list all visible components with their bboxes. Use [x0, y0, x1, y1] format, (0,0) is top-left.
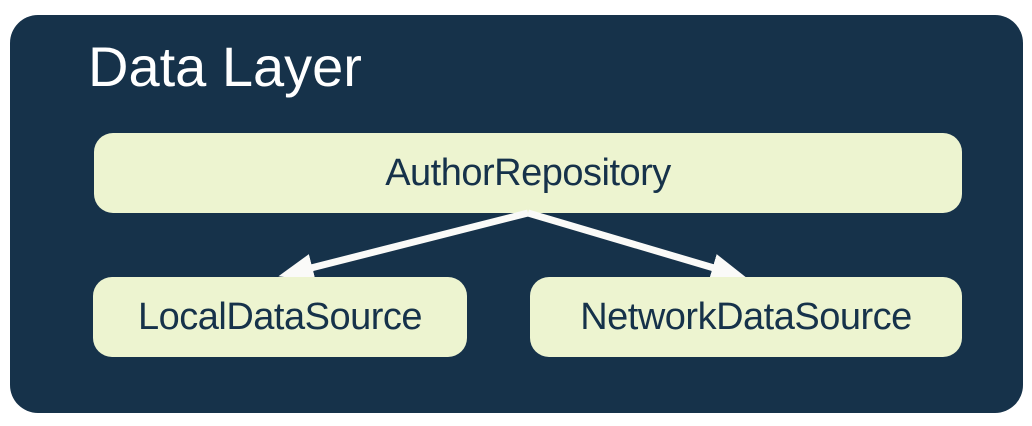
- node-network-data-source: NetworkDataSource: [530, 277, 962, 357]
- node-author-repository: AuthorRepository: [94, 133, 962, 213]
- node-local-data-source: LocalDataSource: [93, 277, 467, 357]
- node-local-data-source-label: LocalDataSource: [137, 295, 423, 338]
- node-network-data-source-label: NetworkDataSource: [580, 295, 912, 338]
- diagram-title: Data Layer: [88, 35, 362, 98]
- node-author-repository-label: AuthorRepository: [385, 151, 671, 194]
